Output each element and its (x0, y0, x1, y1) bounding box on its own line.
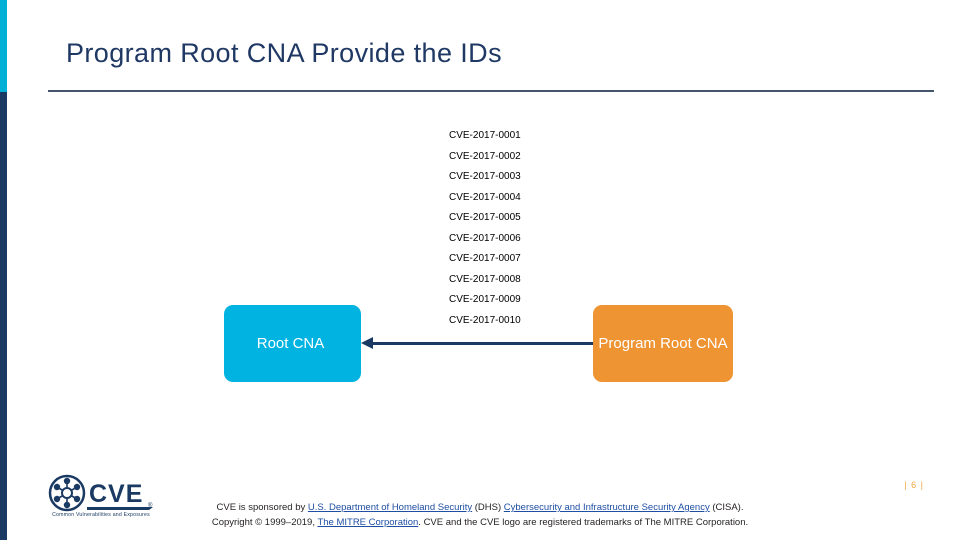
list-item: CVE-2017-0004 (449, 191, 521, 203)
page-number: | 6 | (904, 480, 924, 490)
list-item: CVE-2017-0010 (449, 314, 521, 326)
footer-line-1: CVE is sponsored by U.S. Department of H… (0, 500, 960, 515)
page-title: Program Root CNA Provide the IDs (66, 38, 502, 68)
cve-logo-icon: CVE ® Common Vulnerabilities and Exposur… (45, 474, 157, 526)
footer-link-dhs[interactable]: U.S. Department of Homeland Security (307, 502, 473, 513)
list-item: CVE-2017-0009 (449, 294, 521, 305)
list-item: CVE-2017-0007 (449, 253, 521, 264)
footer-link-cisa[interactable]: Cybersecurity and Infrastructure Securit… (503, 502, 710, 513)
list-item: CVE-2017-0005 (449, 212, 521, 223)
footer-text-dhs: (DHS) (472, 502, 504, 513)
list-item: CVE-2017-0006 (449, 232, 521, 244)
cve-id-list: CVE-2017-0001 CVE-2017-0002 CVE-2017-000… (449, 126, 649, 331)
arrow-line (371, 342, 593, 345)
list-item: CVE-2017-0008 (449, 273, 521, 285)
footer-line-2: Copyright © 1999–2019, The MITRE Corpora… (0, 515, 960, 530)
cve-logo-svg: CVE (48, 474, 153, 512)
diagram-box-root-cna-label: Root CNA (256, 335, 325, 352)
footer: CVE is sponsored by U.S. Department of H… (0, 500, 960, 530)
list-item: CVE-2017-0003 (449, 171, 521, 182)
footer-text-sponsor: CVE is sponsored by (216, 502, 308, 513)
title-divider (48, 90, 934, 92)
diagram-box-program-root-cna: Program Root CNA (593, 305, 733, 382)
footer-text-copyright: Copyright © 1999–2019, (211, 517, 318, 528)
footer-text-trademark: . CVE and the CVE logo are registered tr… (418, 517, 749, 528)
arrow-head-icon (361, 337, 373, 349)
diagram-box-program-root-cna-label: Program Root CNA (598, 335, 728, 352)
footer-link-mitre[interactable]: The MITRE Corporation (317, 517, 419, 528)
footer-text-cisa: (CISA). (709, 502, 744, 513)
list-item: CVE-2017-0001 (449, 130, 521, 141)
cve-logo: CVE ® Common Vulnerabilities and Exposur… (45, 474, 157, 526)
diagram-arrow (361, 337, 593, 349)
svg-text:CVE: CVE (89, 480, 143, 508)
list-item: CVE-2017-0002 (449, 150, 521, 162)
registered-trademark-icon: ® (148, 503, 153, 509)
left-accent-bar-navy (0, 92, 7, 540)
left-accent-bar-cyan (0, 0, 7, 92)
diagram-box-root-cna: Root CNA (224, 305, 361, 382)
cve-logo-tagline: Common Vulnerabilities and Exposures (52, 512, 150, 518)
